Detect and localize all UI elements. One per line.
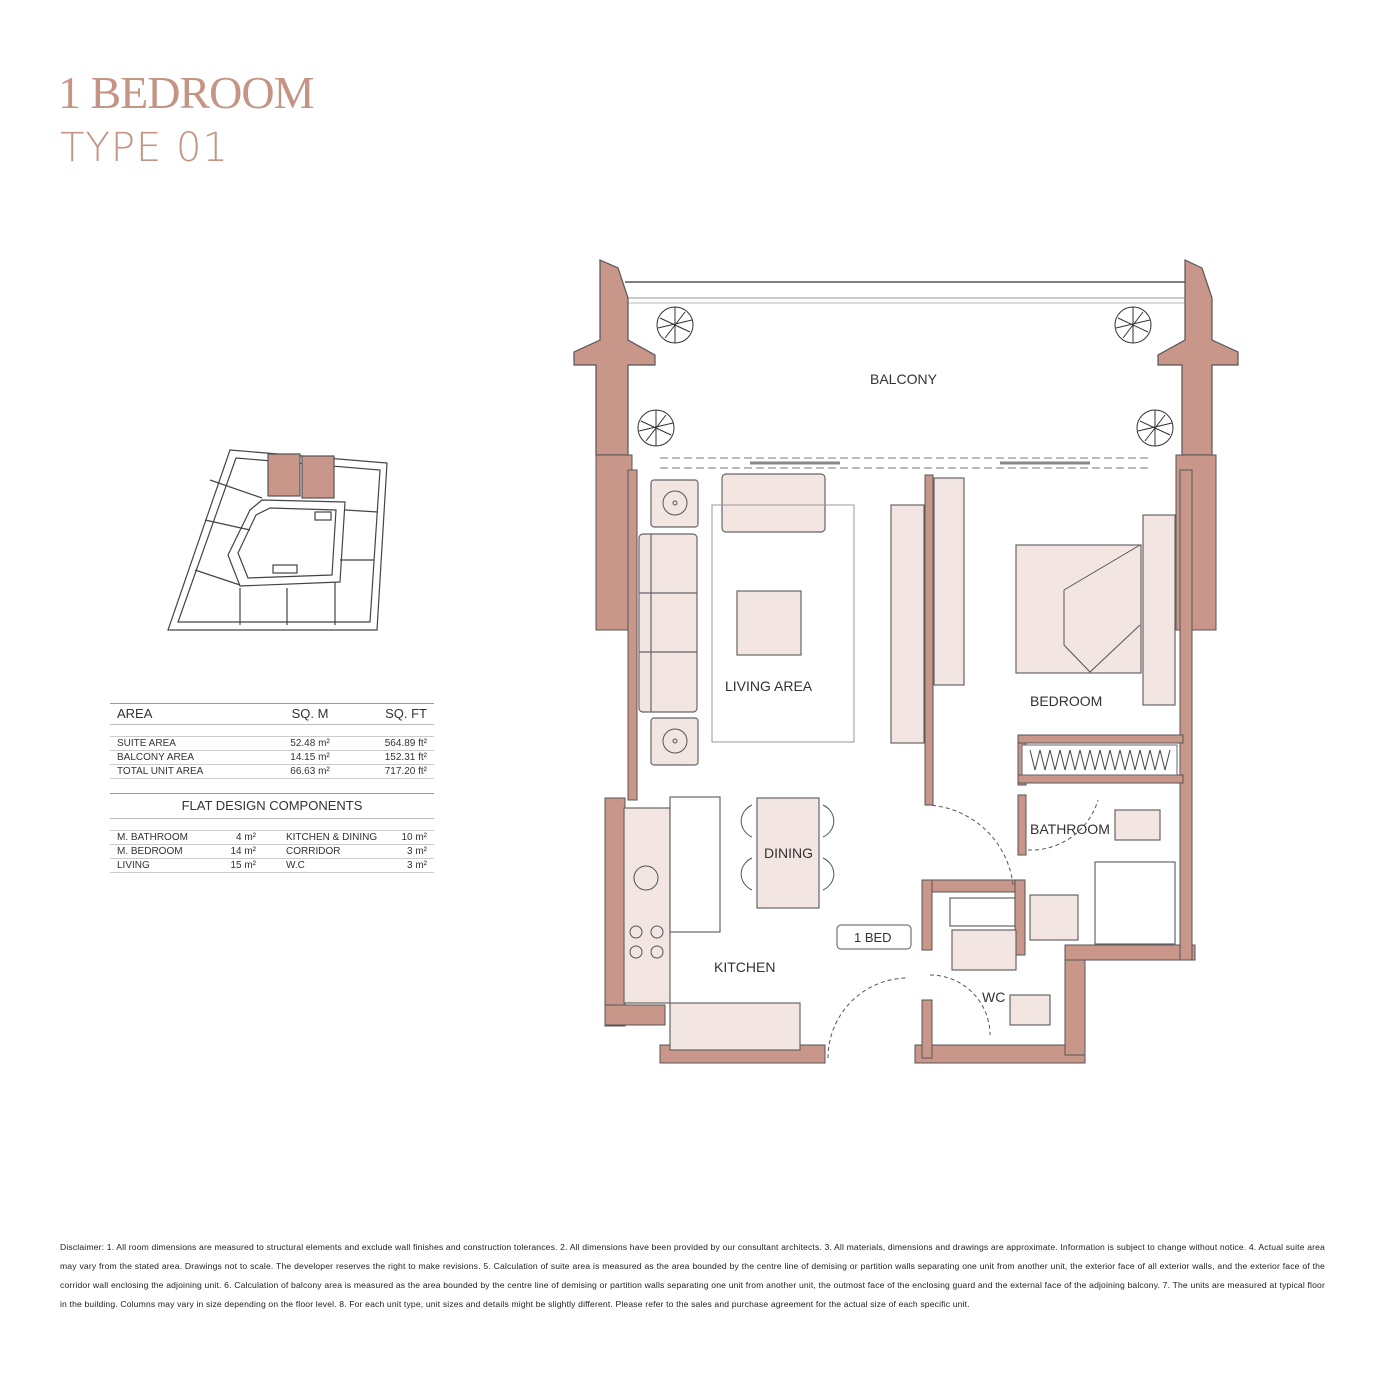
component-value: 3 m² xyxy=(407,859,427,871)
room-label-bathroom: BATHROOM xyxy=(1030,821,1110,837)
room-label-living: LIVING AREA xyxy=(725,678,813,694)
door-swing xyxy=(827,977,909,1059)
wc-basin xyxy=(951,929,1017,971)
header-area: AREA xyxy=(117,706,153,721)
lamp-icon xyxy=(662,728,688,754)
area-table-header: AREA SQ. M SQ. FT xyxy=(110,703,434,725)
furniture xyxy=(623,473,1176,1051)
dining-chair xyxy=(740,804,835,891)
table-row: SUITE AREA 52.48 m² 564.89 ft² xyxy=(110,737,434,751)
rug xyxy=(711,504,855,743)
header-sqm: SQ. M xyxy=(291,706,329,721)
headboard xyxy=(1142,514,1176,706)
table-row: M. BATHROOM 4 m² KITCHEN & DINING 10 m² xyxy=(110,831,434,845)
component-label: KITCHEN & DINING xyxy=(286,831,378,843)
room-label-wc: WC xyxy=(982,989,1005,1005)
unit-tag-box xyxy=(836,924,912,950)
plant-icon xyxy=(1136,409,1174,447)
door-swing xyxy=(924,804,1014,886)
component-value: 4 m² xyxy=(236,831,256,843)
lamp-icon xyxy=(662,490,688,516)
plant-icon xyxy=(656,306,694,344)
dining-table xyxy=(756,797,820,909)
coffee-table xyxy=(736,590,802,656)
shower xyxy=(1094,861,1176,945)
row-label: TOTAL UNIT AREA xyxy=(117,765,204,777)
kitchen-counter-bottom xyxy=(669,1002,801,1051)
component-value: 15 m² xyxy=(230,859,256,871)
plant-icon xyxy=(1114,306,1152,344)
table-row: BALCONY AREA 14.15 m² 152.31 ft² xyxy=(110,751,434,765)
toilet xyxy=(1009,994,1051,1026)
left-column xyxy=(573,259,656,456)
components-table: FLAT DESIGN COMPONENTS M. BATHROOM 4 m² KI… xyxy=(110,793,434,873)
desk xyxy=(933,477,965,686)
key-plan-highlight-unit-adjacent xyxy=(301,455,335,499)
shower-wc xyxy=(949,897,1016,927)
vanity xyxy=(1029,894,1079,941)
component-value: 3 m² xyxy=(407,845,427,857)
key-plan xyxy=(167,449,388,631)
sink-icon xyxy=(633,865,659,891)
kitchen-counter xyxy=(623,807,671,1004)
component-label: M. BATHROOM xyxy=(117,831,188,843)
side-table xyxy=(650,479,699,528)
room-label-kitchen: KITCHEN xyxy=(714,959,775,975)
tv-console xyxy=(890,504,925,744)
row-sqft: 564.89 ft² xyxy=(384,737,427,749)
unit-tag: 1 BED xyxy=(854,930,892,945)
armchair xyxy=(721,473,826,533)
table-row: TOTAL UNIT AREA 66.63 m² 717.20 ft² xyxy=(110,765,434,779)
key-plan-highlight-unit xyxy=(267,453,301,497)
area-table: AREA SQ. M SQ. FT SUITE AREA 52.48 m² 564.… xyxy=(110,703,434,779)
wardrobe-hangers xyxy=(1029,749,1171,771)
row-sqm: 14.15 m² xyxy=(290,751,330,763)
door-swing xyxy=(929,974,991,1036)
component-label: CORRIDOR xyxy=(286,845,341,857)
plant-icon xyxy=(637,409,675,447)
components-title: FLAT DESIGN COMPONENTS xyxy=(110,793,434,819)
row-sqft: 152.31 ft² xyxy=(384,751,427,763)
component-value: 10 m² xyxy=(401,831,427,843)
row-sqft: 717.20 ft² xyxy=(384,765,427,777)
table-row: M. BEDROOM 14 m² CORRIDOR 3 m² xyxy=(110,845,434,859)
row-label: SUITE AREA xyxy=(117,737,176,749)
component-label: LIVING xyxy=(117,859,150,871)
disclaimer: Disclaimer: 1. All room dimensions are m… xyxy=(60,1242,1325,1309)
bed xyxy=(1015,544,1142,674)
page-subtitle: TYPE 01 xyxy=(60,125,229,171)
page-title: 1 BEDROOM xyxy=(58,67,315,118)
sofa xyxy=(638,533,698,713)
component-label: W.C xyxy=(286,859,305,871)
walls xyxy=(604,469,1196,1064)
side-table xyxy=(650,717,699,766)
row-sqm: 66.63 m² xyxy=(290,765,330,777)
row-label: BALCONY AREA xyxy=(117,751,195,763)
header-sqft: SQ. FT xyxy=(385,706,427,721)
room-label-balcony: BALCONY xyxy=(870,371,938,387)
component-label: M. BEDROOM xyxy=(117,845,183,857)
row-sqm: 52.48 m² xyxy=(290,737,330,749)
hob-icon xyxy=(629,925,643,939)
sliding-glass-door[interactable] xyxy=(660,457,1148,469)
toilet xyxy=(1114,809,1161,841)
right-column xyxy=(1157,259,1239,456)
island xyxy=(669,796,721,933)
room-label-dining: DINING xyxy=(764,845,813,861)
component-value: 14 m² xyxy=(230,845,256,857)
table-row: LIVING 15 m² W.C 3 m² xyxy=(110,859,434,873)
room-label-bedroom: BEDROOM xyxy=(1030,693,1102,709)
